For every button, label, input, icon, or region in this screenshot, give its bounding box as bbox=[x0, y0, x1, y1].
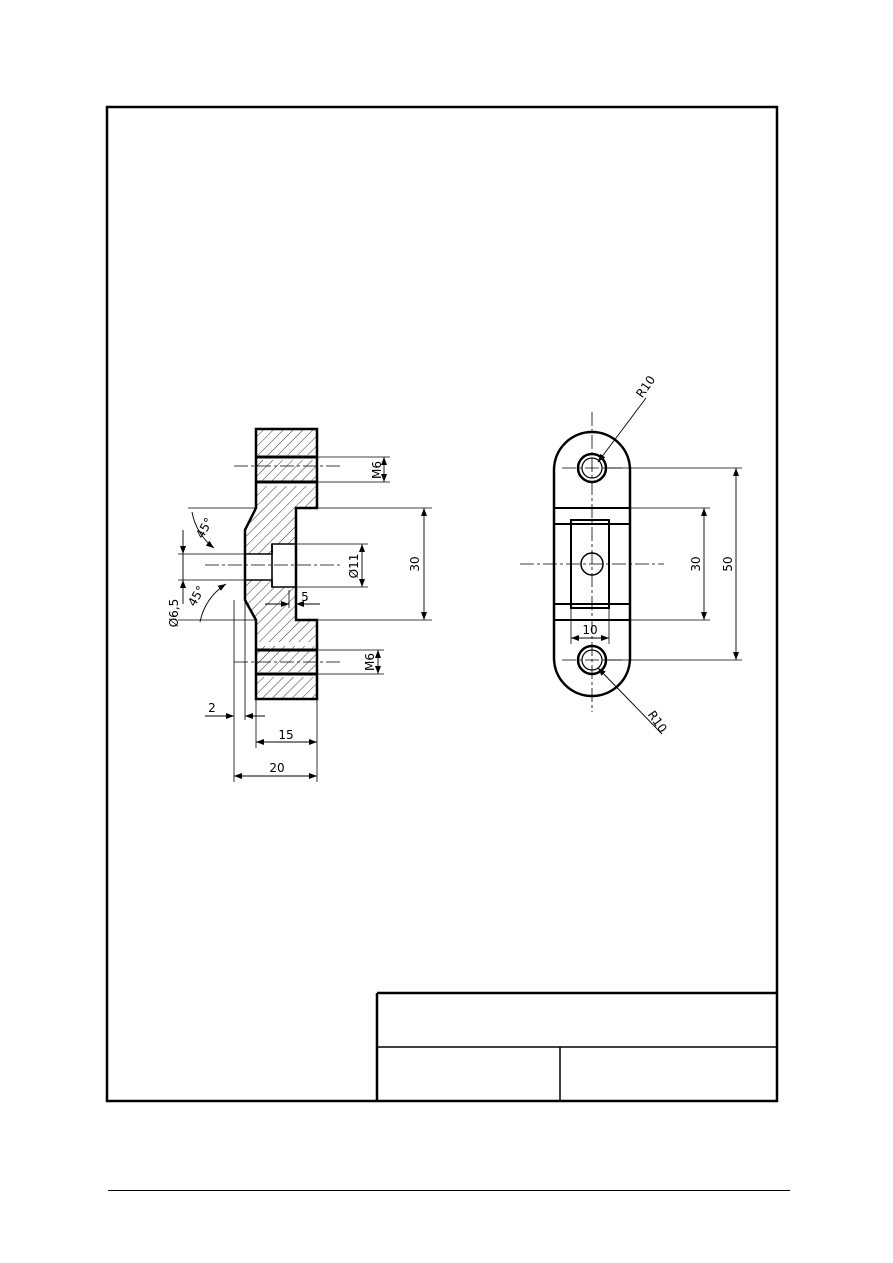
dim-50: 50 bbox=[721, 556, 735, 571]
front-dimension-lines bbox=[571, 397, 739, 735]
front-centerlines bbox=[520, 412, 664, 712]
dim-10: 10 bbox=[582, 623, 597, 637]
title-block bbox=[375, 991, 777, 1101]
section-hatch bbox=[245, 429, 317, 699]
front-outline bbox=[552, 430, 632, 698]
thread-lines bbox=[256, 455, 317, 676]
section-view: M6 M6 30 Ø11 Ø6,5 5 2 15 20 45° 45° bbox=[167, 427, 432, 782]
dim-15: 15 bbox=[278, 728, 293, 742]
section-dimension-lines bbox=[180, 457, 427, 779]
section-centerlines bbox=[205, 465, 340, 663]
front-view: R10 R10 30 50 10 bbox=[520, 373, 742, 735]
drawing-frame bbox=[105, 105, 779, 1103]
dim-30-front: 30 bbox=[689, 556, 703, 571]
dim-angle-bottom: 45° bbox=[185, 583, 208, 608]
dim-r10-bottom: R10 bbox=[645, 708, 670, 735]
dim-angle-top: 45° bbox=[193, 515, 216, 540]
dim-r10-top: R10 bbox=[633, 373, 658, 400]
bore-lines bbox=[245, 543, 296, 588]
page-footer-rule bbox=[108, 1190, 790, 1191]
dim-dia-11: Ø11 bbox=[347, 554, 361, 579]
dim-5: 5 bbox=[301, 590, 309, 604]
dim-m6-top: M6 bbox=[370, 461, 384, 479]
dim-dia-6-5: Ø6,5 bbox=[167, 599, 181, 628]
dim-m6-bottom: M6 bbox=[363, 653, 377, 671]
dim-2: 2 bbox=[208, 701, 216, 715]
dim-20: 20 bbox=[269, 761, 284, 775]
dim-30-section: 30 bbox=[408, 556, 422, 571]
